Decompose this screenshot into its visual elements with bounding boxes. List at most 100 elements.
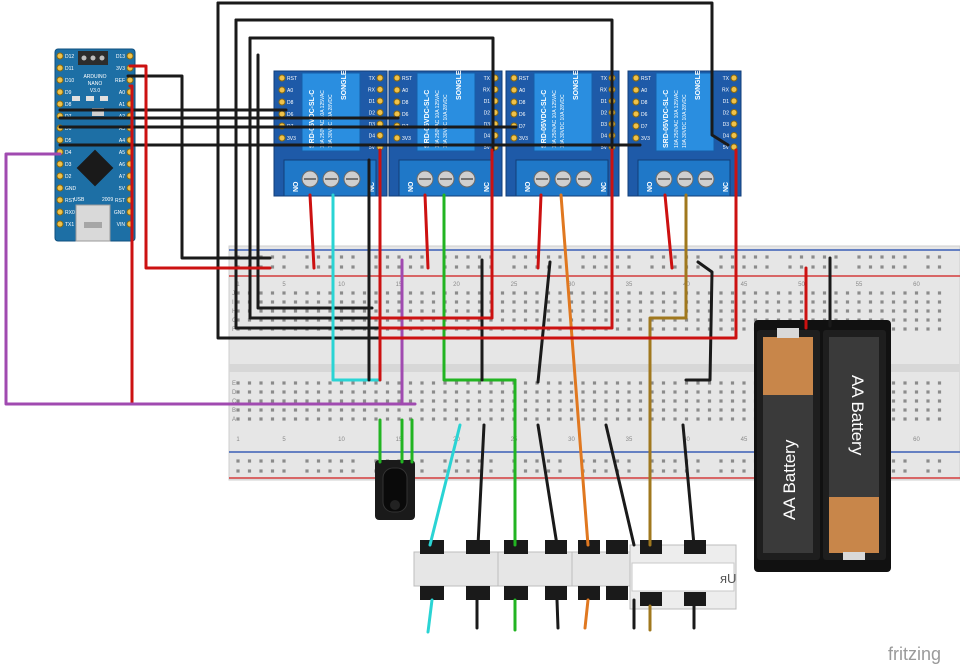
breadboard-hole: [420, 408, 424, 412]
wire-gnd-rail: [126, 74, 272, 260]
breadboard-hole: [431, 390, 436, 394]
breadboard-hole: [374, 291, 378, 295]
breadboard-hole: [903, 408, 907, 412]
relay-pin-label: 5V: [369, 145, 376, 151]
rail-hole: [420, 255, 424, 259]
rail-hole: [351, 255, 355, 259]
breadboard-hole: [742, 300, 746, 304]
breadboard-hole: [765, 309, 769, 313]
breadboard-hole: [466, 309, 470, 313]
rail-hole: [397, 265, 401, 269]
breadboard-hole: [558, 408, 562, 412]
breadboard-hole: [891, 300, 896, 304]
breadboard-hole: [374, 408, 378, 412]
breadboard-hole: [569, 408, 574, 412]
breadboard-hole: [523, 300, 528, 304]
breadboard-hole: [742, 381, 746, 385]
breadboard-hole: [339, 399, 344, 403]
breadboard-hole: [638, 408, 643, 412]
breadboard-hole: [443, 381, 447, 385]
rail-hole: [811, 265, 815, 269]
breadboard-hole: [719, 291, 723, 295]
rail-hole: [385, 265, 390, 269]
nano-pin-label: D4: [65, 150, 72, 156]
relay-pin: [730, 120, 738, 128]
rail-hole: [454, 459, 459, 463]
breadboard-hole: [466, 408, 470, 412]
rail-hole: [247, 469, 252, 473]
row-letter: E: [232, 381, 236, 387]
nano-pin: [56, 64, 64, 72]
breadboard-hole: [420, 309, 424, 313]
rail-hole: [868, 255, 873, 259]
breadboard-hole: [891, 399, 896, 403]
breadboard-hole: [788, 291, 792, 295]
relay-pin: [632, 86, 640, 94]
rail-hole: [891, 255, 896, 259]
relay-pin-label: TX: [601, 76, 608, 82]
relay-pin: [730, 143, 738, 151]
breadboard-hole: [914, 309, 919, 313]
breadboard-hole: [259, 291, 263, 295]
breadboard-hole: [903, 291, 907, 295]
breadboard-hole: [696, 300, 700, 304]
breadboard-hole: [914, 327, 919, 331]
breadboard-hole: [431, 381, 436, 385]
breadboard-hole: [926, 381, 930, 385]
rail-hole: [523, 459, 528, 463]
breadboard-hole: [270, 381, 275, 385]
breadboard-hole: [477, 381, 482, 385]
rail-hole: [926, 459, 930, 463]
breadboard-hole: [811, 291, 815, 295]
relay-pin: [376, 86, 384, 93]
breadboard-hole: [408, 291, 413, 295]
relay-pin: [632, 98, 640, 106]
row-letter: B: [232, 408, 236, 414]
rail-hole: [903, 255, 907, 259]
breadboard-hole: [581, 309, 585, 313]
breadboard-hole: [914, 408, 919, 412]
breadboard-hole: [293, 381, 298, 385]
breadboard-hole: [466, 399, 470, 403]
breadboard-hole: [627, 381, 631, 385]
breadboard-hole: [627, 309, 631, 313]
breadboard-hole: [880, 309, 884, 313]
rail-hole: [443, 469, 447, 473]
nano-pin: [56, 196, 64, 204]
breadboard-hole: [891, 408, 896, 412]
breadboard-hole: [696, 291, 700, 295]
rail-hole: [765, 265, 769, 269]
rail-hole: [627, 255, 631, 259]
relay-pin: [376, 97, 384, 105]
breadboard-hole: [569, 417, 574, 421]
breadboard-hole: [891, 318, 896, 322]
breadboard-hole: [293, 408, 298, 412]
breadboard-hole: [374, 399, 378, 403]
breadboard-hole: [673, 381, 677, 385]
breadboard-hole: [627, 399, 631, 403]
breadboard-hole: [362, 318, 367, 322]
rail-hole: [558, 469, 562, 473]
breadboard-hole: [696, 318, 700, 322]
breadboard-hole: [477, 390, 482, 394]
rail-hole: [523, 255, 528, 259]
breadboard-hole: [661, 327, 666, 331]
nano-pin: [126, 52, 134, 60]
breadboard-hole: [546, 381, 551, 385]
rail-hole: [903, 469, 907, 473]
breadboard-hole: [650, 327, 654, 331]
column-number: 10: [338, 282, 345, 288]
rail-hole: [305, 265, 309, 269]
wire-relay2-no: [423, 193, 430, 270]
terminal-nc-label: NC: [484, 182, 491, 192]
breadboard-hole: [673, 390, 677, 394]
breadboard-hole: [535, 300, 539, 304]
rail-hole: [466, 469, 470, 473]
breadboard-hole: [443, 408, 447, 412]
relay-pin-label: 3V3: [402, 136, 411, 142]
column-number: 5: [282, 437, 286, 443]
terminal-nc-label: NC: [723, 182, 730, 192]
breadboard-hole: [592, 399, 597, 403]
rail-hole: [857, 255, 861, 259]
breadboard-hole: [546, 318, 551, 322]
